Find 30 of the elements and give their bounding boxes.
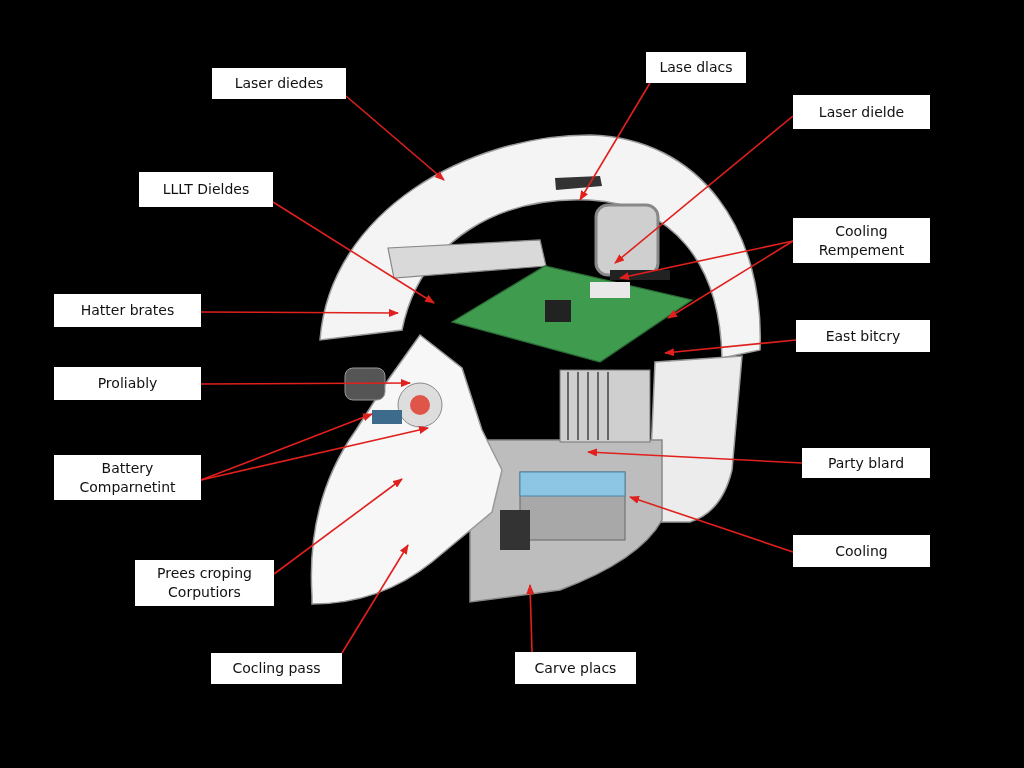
leader-line [200, 426, 429, 481]
leader-line [667, 240, 794, 319]
callout-label: East bitcry [796, 320, 930, 352]
callout-label: Laser dielde [793, 95, 930, 129]
leader-line [200, 379, 411, 388]
callout-label: Laser diedes [212, 68, 346, 99]
callout-label: Prees croping Corputiors [135, 560, 274, 606]
leader-line [526, 584, 535, 653]
callout-label: Cooling Rempement [793, 218, 930, 263]
leader-line [614, 115, 794, 264]
callout-label: Cooling [793, 535, 930, 567]
leader-line [345, 95, 445, 181]
leader-line [629, 496, 794, 553]
callout-label: LLLT Dieldes [139, 172, 273, 207]
callout-label: Proliably [54, 367, 201, 400]
callout-label: Lase dlacs [646, 52, 746, 83]
callout-label: Battery Comparnetint [54, 455, 201, 500]
callout-label: Hatter brates [54, 294, 201, 327]
leader-line [200, 413, 373, 481]
callout-label: Party blard [802, 448, 930, 478]
leader-line [664, 339, 797, 357]
leader-line [619, 240, 794, 281]
leader-line [272, 201, 435, 304]
leader-line [200, 308, 399, 317]
leader-line [579, 82, 651, 201]
leader-line [341, 544, 409, 654]
callout-label: Carve placs [515, 652, 636, 684]
leader-line [273, 478, 403, 575]
leader-line [587, 448, 803, 464]
callout-label: Cocling pass [211, 653, 342, 684]
